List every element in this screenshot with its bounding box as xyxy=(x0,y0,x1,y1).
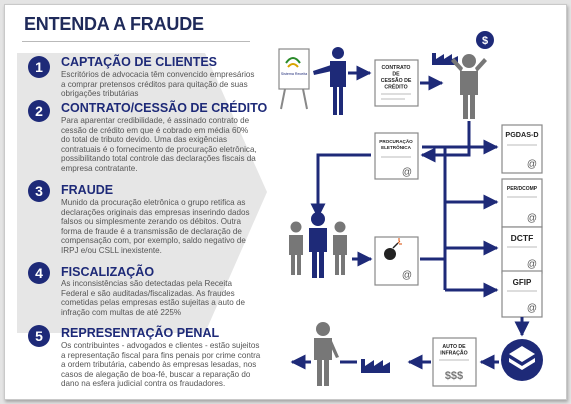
step-number-badge: 2 xyxy=(28,100,50,122)
body-line: possibilitando total controle das declar… xyxy=(61,154,256,164)
body-line: Federal e são auditadas/fiscalizadas. As… xyxy=(61,288,235,298)
electronic-proxy-document-icon: PROCURAÇÃO ELETRÔNICA @ xyxy=(374,132,419,180)
section-heading: REPRESENTAÇÃO PENAL xyxy=(61,326,220,340)
penalized-person-icon xyxy=(314,322,339,386)
fine-label: AUTO DE xyxy=(442,344,466,350)
contract-label: CRÉDITO xyxy=(384,83,407,91)
at-symbol: @ xyxy=(402,167,412,178)
infographic-card: ENTENDA A FRAUDE 1 CAPTAÇÃO DE CLIENTES … xyxy=(4,4,567,400)
form-label: PER/DCOMP xyxy=(507,186,538,192)
gfip-form-icon: GFIP @ xyxy=(501,270,543,318)
at-symbol: @ xyxy=(527,213,537,224)
section-heading: CAPTAÇÃO DE CLIENTES xyxy=(61,55,218,69)
at-symbol: @ xyxy=(402,270,412,281)
fine-label: INFRAÇÃO xyxy=(440,350,467,357)
form-label: DCTF xyxy=(511,233,534,243)
body-line: As inconsistências são detectadas pela R… xyxy=(61,279,232,288)
section-heading: CONTRATO/CESSÃO DE CRÉDITO xyxy=(61,101,268,115)
body-line: declarações originais das empresas inser… xyxy=(61,207,250,217)
body-line: a representação fiscal para fins penais … xyxy=(61,350,261,360)
body-line: falsos ou simplesmente zerando os débito… xyxy=(61,217,241,227)
factory-bottom-icon xyxy=(361,359,390,373)
dollar-bubble-icon: $ xyxy=(476,31,494,49)
section-body: As inconsistências são detectadas pela R… xyxy=(61,279,283,317)
proxy-label: PROCURAÇÃO xyxy=(379,138,413,144)
pgdas-d-form-icon: PGDAS-D @ xyxy=(501,124,543,174)
dctf-form-icon: DCTF @ xyxy=(501,226,543,274)
step-number-badge: 4 xyxy=(28,262,50,284)
presentation-label: Sistema Receita xyxy=(281,72,307,76)
form-label: GFIP xyxy=(513,278,532,287)
contract-label: CONTRATO xyxy=(382,65,411,71)
step-number-badge: 3 xyxy=(28,180,50,202)
at-symbol: @ xyxy=(527,259,537,270)
factory-icon xyxy=(432,53,458,65)
fraudster-group-icon xyxy=(289,212,347,278)
presentation-board-icon: Sistema Receita xyxy=(278,48,310,110)
section-heading: FRAUDE xyxy=(61,183,114,197)
body-line: a comprar pretensos créditos para quitaç… xyxy=(61,79,248,89)
contract-label: CESSÃO DE xyxy=(381,77,412,84)
section-body: Munido da procuração eletrônica o grupo … xyxy=(61,198,283,256)
fraud-flow-diagram: Sistema Receita CONTRATO DE CESSÃO DE CR… xyxy=(278,31,543,387)
contract-label: DE xyxy=(392,72,400,78)
body-line: casos de alegação de boa-fé, buscar a re… xyxy=(61,369,251,379)
body-line: cessão de crédito em que é cobrado em mé… xyxy=(61,125,249,135)
at-symbol: @ xyxy=(527,159,537,170)
body-line: Munido da procuração eletrônica o grupo … xyxy=(61,198,246,207)
section-body: Escritórios de advocacia têm convencido … xyxy=(61,70,283,99)
body-line: forma de fraude é a transmissão de decla… xyxy=(61,226,242,236)
contract-document-icon: CONTRATO DE CESSÃO DE CRÉDITO xyxy=(374,59,419,107)
presenter-person-icon xyxy=(313,47,346,115)
title-divider xyxy=(22,41,250,42)
page-title: ENTENDA A FRAUDE xyxy=(24,14,204,34)
tax-authority-logo xyxy=(501,339,543,381)
step-number-badge: 5 xyxy=(28,325,50,347)
bomb-document-icon: @ xyxy=(374,236,419,286)
body-line: a ordem tributária, cabendo às empresas … xyxy=(61,360,257,370)
body-line: empresa contratante. xyxy=(61,163,138,173)
body-line: Para aparentar credibilidade, é assinado… xyxy=(61,116,250,125)
body-line: Escritórios de advocacia têm convencido … xyxy=(61,70,255,79)
at-symbol: @ xyxy=(527,303,537,314)
body-line: IRPJ e/ou CSLL inexistente. xyxy=(61,245,162,255)
background-chevron xyxy=(17,53,267,333)
step-number-badge: 1 xyxy=(28,56,50,78)
body-line: infração com multas de até 225% xyxy=(61,307,182,317)
infraction-notice-icon: AUTO DE INFRAÇÃO $$$ xyxy=(432,337,477,387)
proxy-label: ELETRÔNICA xyxy=(381,143,412,150)
body-line: contratuais é o fornecimento de procuraç… xyxy=(61,144,257,154)
dollar-symbol: $ xyxy=(482,35,488,47)
fine-amount: $$$ xyxy=(445,370,463,382)
section-body: Os contribuintes - advogados e clientes … xyxy=(61,341,283,389)
form-label: PGDAS-D xyxy=(505,130,538,139)
body-line: cometidas pelas empresas estão sujeitas … xyxy=(61,298,246,308)
section-body: Para aparentar credibilidade, é assinado… xyxy=(61,116,283,174)
body-line: Os contribuintes - advogados e clientes … xyxy=(61,341,260,350)
per-dcomp-form-icon: PER/DCOMP @ xyxy=(501,178,543,228)
body-line: obrigações tributárias xyxy=(61,89,139,99)
section-heading: FISCALIZAÇÃO xyxy=(61,265,155,279)
body-line: do total de tributo devido. Uma das exig… xyxy=(61,135,228,145)
client-person-icon xyxy=(451,54,487,119)
body-line: compensação com, por exemplo, saldo nega… xyxy=(61,236,246,246)
body-line: dano na esfera judicial contra os frauda… xyxy=(61,379,226,389)
